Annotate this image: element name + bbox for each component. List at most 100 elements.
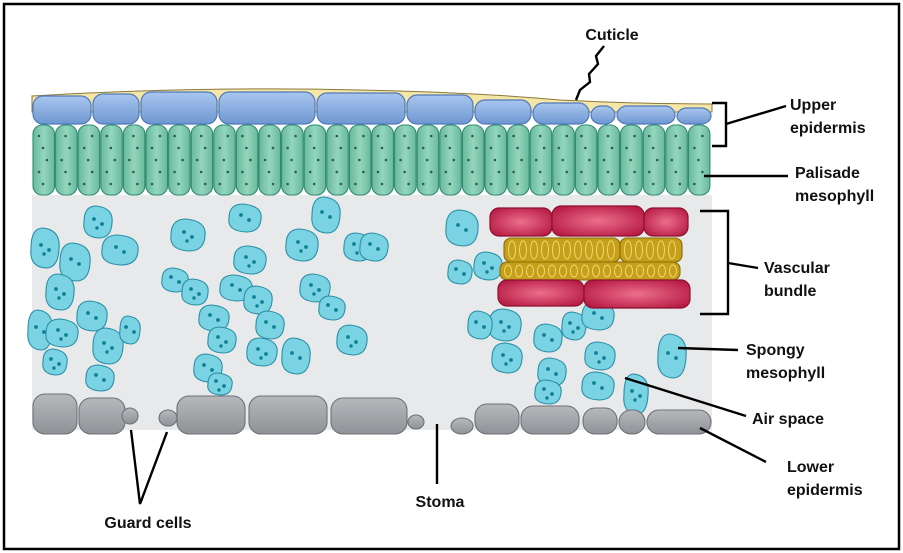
chloroplast — [603, 159, 606, 162]
spongy-cell — [448, 260, 472, 284]
chloroplast — [94, 316, 98, 320]
chloroplast — [377, 135, 380, 138]
chloroplast — [68, 147, 71, 150]
chloroplast — [272, 183, 275, 186]
chloroplast — [494, 159, 497, 162]
spongy-cell — [46, 274, 74, 310]
chloroplast — [159, 171, 162, 174]
chloroplast — [501, 353, 505, 357]
chloroplast — [568, 321, 572, 325]
spongy-cell — [31, 228, 59, 268]
chloroplast — [110, 346, 114, 350]
chloroplast — [190, 235, 194, 239]
phloem-cell — [490, 208, 552, 236]
chloroplast — [255, 304, 258, 307]
chloroplast — [602, 356, 606, 360]
chloroplast — [208, 313, 212, 317]
chloroplast — [326, 303, 330, 307]
chloroplast — [39, 243, 43, 247]
chloroplast — [502, 329, 505, 332]
chloroplast — [102, 378, 106, 382]
chloroplast — [656, 159, 659, 162]
chloroplast — [86, 311, 90, 315]
spongy-cell — [86, 365, 114, 391]
chloroplast — [467, 159, 470, 162]
chloroplast — [260, 300, 264, 304]
chloroplast — [580, 171, 583, 174]
chloroplast — [204, 147, 207, 150]
chloroplast — [290, 351, 294, 355]
chloroplast — [625, 183, 628, 186]
lower-epidermal-cell — [647, 410, 711, 434]
chloroplast — [227, 135, 230, 138]
chloroplast — [471, 171, 474, 174]
chloroplast — [290, 159, 293, 162]
chloroplast — [42, 183, 45, 186]
chloroplast — [449, 183, 452, 186]
chloroplast — [47, 248, 51, 252]
chloroplast — [114, 159, 117, 162]
chloroplast — [192, 296, 195, 299]
chloroplast — [59, 337, 62, 340]
chloroplast — [558, 183, 561, 186]
chloroplast — [633, 171, 636, 174]
chloroplast — [100, 222, 104, 226]
chloroplast — [106, 135, 109, 138]
chloroplast — [94, 373, 98, 377]
chloroplast — [597, 360, 600, 363]
chloroplast — [336, 171, 339, 174]
chloroplast — [136, 183, 139, 186]
phloem-cell — [552, 206, 644, 236]
chloroplast — [490, 147, 493, 150]
chloroplast — [320, 210, 324, 214]
chloroplast — [679, 183, 682, 186]
chloroplast — [355, 251, 358, 254]
chloroplast — [453, 159, 456, 162]
chloroplast — [151, 147, 154, 150]
chloroplast — [633, 135, 636, 138]
chloroplast — [671, 159, 674, 162]
chloroplast — [554, 372, 558, 376]
chloroplast — [545, 396, 548, 399]
chloroplast — [475, 147, 478, 150]
chloroplast — [449, 147, 452, 150]
chloroplast — [485, 270, 488, 273]
chloroplast — [543, 147, 546, 150]
chloroplast — [607, 171, 610, 174]
chloroplast — [313, 183, 316, 186]
chloroplast — [177, 147, 180, 150]
chloroplast — [309, 171, 312, 174]
chloroplast — [349, 344, 352, 347]
phloem-cell — [584, 280, 690, 308]
chloroplast — [42, 252, 45, 255]
chloroplast — [185, 239, 188, 242]
chloroplast — [520, 159, 523, 162]
chloroplast — [222, 384, 226, 388]
cuticle-label: Cuticle — [585, 27, 638, 44]
chloroplast — [177, 183, 180, 186]
chloroplast — [91, 171, 94, 174]
chloroplast — [177, 280, 181, 284]
epidermal-cell — [141, 92, 217, 124]
spongy-cell — [256, 311, 284, 339]
chloroplast — [77, 262, 81, 266]
spongy-cell — [234, 246, 266, 274]
chloroplast — [224, 340, 228, 344]
chloroplast — [675, 135, 678, 138]
chloroplast — [56, 328, 60, 332]
lower-epidermis-label-line1: Lower — [787, 459, 834, 476]
chloroplast — [539, 171, 542, 174]
chloroplast — [385, 159, 388, 162]
chloroplast — [294, 171, 297, 174]
chloroplast — [516, 183, 519, 186]
chloroplast — [182, 230, 186, 234]
chloroplast — [286, 147, 289, 150]
chloroplast — [238, 288, 242, 292]
chloroplast — [245, 183, 248, 186]
spongy-cell — [319, 296, 345, 320]
chloroplast — [334, 308, 338, 312]
chloroplast — [381, 183, 384, 186]
lower-epidermal-cell — [249, 396, 327, 434]
chloroplast — [124, 325, 128, 329]
lower-epidermal-cell — [475, 404, 519, 434]
